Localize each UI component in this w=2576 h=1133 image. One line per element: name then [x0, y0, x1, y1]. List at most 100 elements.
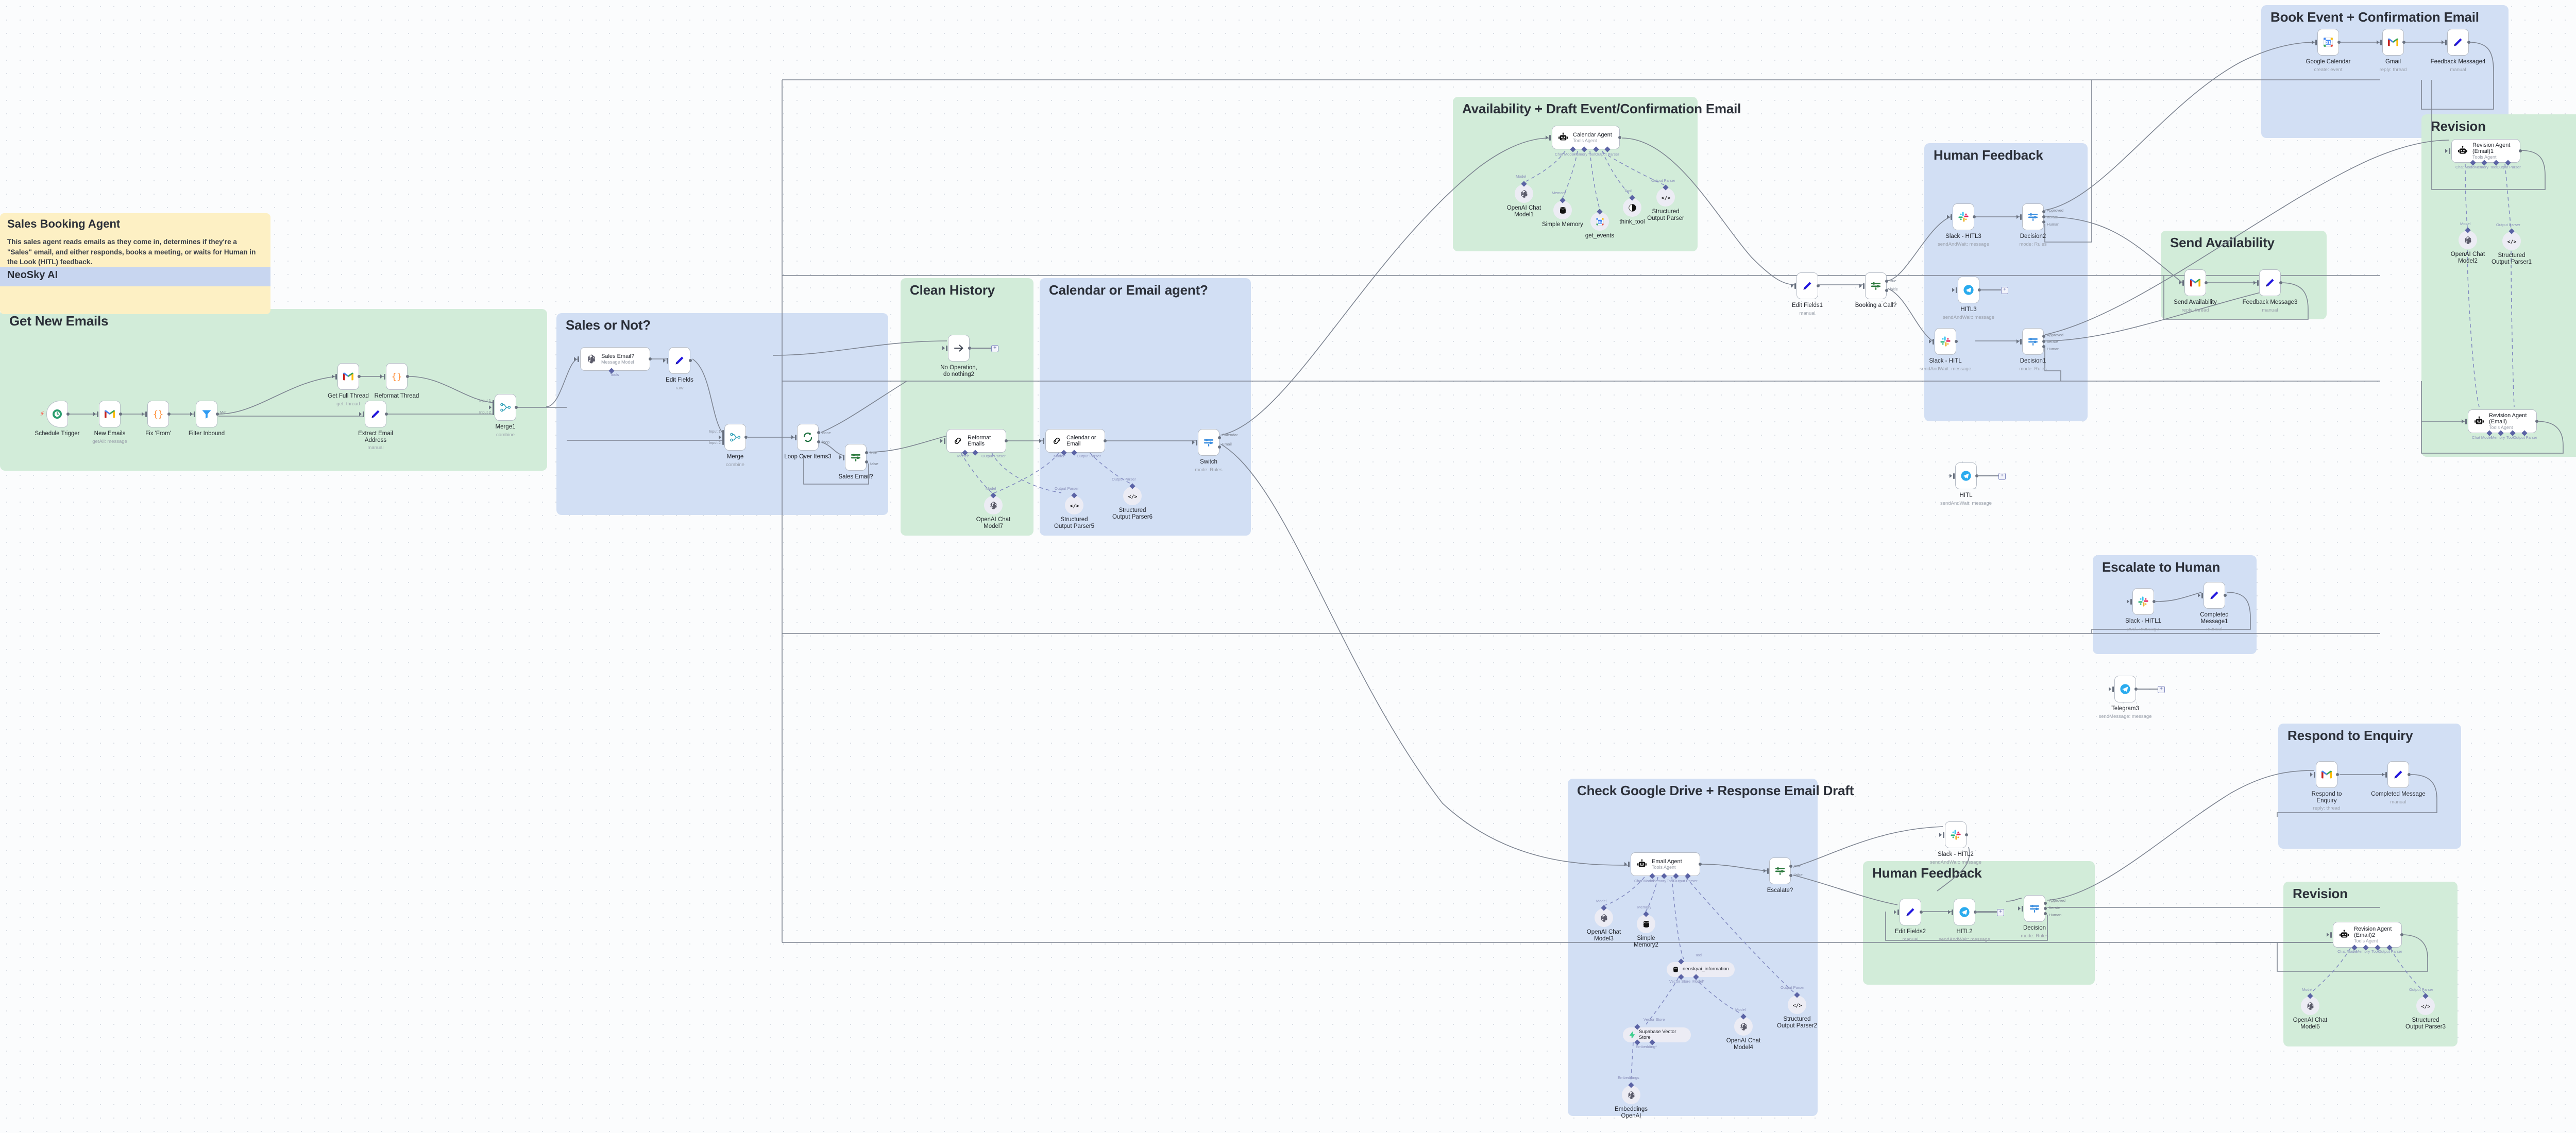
input-port[interactable]	[722, 430, 724, 436]
node-body-completed-message1[interactable]	[2204, 582, 2225, 609]
sub-node-structured-output-parser2[interactable]: </>	[1788, 995, 1806, 1014]
input-port[interactable]	[2315, 40, 2317, 45]
node-body-edit-fields2[interactable]	[1900, 899, 1921, 925]
output-port[interactable]	[1920, 911, 1923, 914]
input-port[interactable]	[363, 411, 364, 417]
sub-node-structured-output-parser[interactable]: </>	[1656, 188, 1675, 207]
node-openai-chat-model2[interactable]: OpenAI Chat Model2	[2451, 227, 2485, 264]
sub-node-think-tool[interactable]	[1623, 198, 1641, 217]
node-body-get-full-thread[interactable]	[337, 363, 359, 390]
output-port[interactable]	[2153, 600, 2156, 603]
input-port[interactable]	[2465, 419, 2467, 424]
node-sales-email-agent[interactable]: Sales Email?Message Model	[574, 347, 652, 374]
node-body-slack-hitl1[interactable]	[2132, 588, 2154, 615]
output-port[interactable]	[1973, 215, 1976, 218]
output-port[interactable]	[2408, 773, 2411, 776]
input-port[interactable]	[1956, 287, 1957, 293]
node-supabase-vector-store[interactable]: Supabase Vector Store	[1623, 1024, 1691, 1045]
node-body-slack-hitl2[interactable]	[1945, 821, 1967, 848]
output-port[interactable]	[2336, 773, 2339, 776]
node-body-telegram3[interactable]	[2114, 676, 2136, 702]
sub-node-neoskyai-information[interactable]: neoskyai_information	[1667, 962, 1735, 977]
output-port[interactable]	[515, 406, 518, 409]
agent-body-revision-agent-email[interactable]: Revision Agent (Email)Tools Agent	[2468, 409, 2537, 433]
input-port[interactable]	[2380, 40, 2382, 45]
node-body-google-calendar[interactable]: 31	[2317, 29, 2339, 56]
input-port[interactable]	[335, 374, 337, 380]
node-body-fix-from[interactable]: {}	[147, 401, 169, 427]
node-structured-output-parser3[interactable]: </>Structured Output Parser3	[2405, 993, 2446, 1030]
node-body-reformat-thread[interactable]: {}	[386, 363, 408, 390]
input-port[interactable]	[1863, 283, 1865, 289]
input-port[interactable]	[1897, 909, 1899, 915]
group-check-gdrive[interactable]: Check Google Drive + Response Email Draf…	[1568, 779, 1854, 1116]
node-fix-from[interactable]: {}Fix 'From'	[142, 401, 171, 437]
node-schedule-trigger[interactable]: ⚡Schedule Trigger	[35, 401, 79, 437]
node-filter-inbound[interactable]: Filter Inbound	[189, 401, 225, 437]
input-port[interactable]	[384, 374, 385, 380]
node-calendar-or-email-node[interactable]: Calendar or Email	[1039, 429, 1107, 456]
output-port[interactable]	[649, 357, 652, 360]
output-port[interactable]	[2044, 901, 2047, 905]
group-sales-or-not[interactable]: Sales or Not?	[556, 313, 888, 515]
input-port[interactable]	[2330, 932, 2332, 938]
output-port[interactable]	[2535, 420, 2538, 423]
node-structured-output-parser5[interactable]: </>Structured Output Parser5	[1054, 492, 1094, 529]
input-port[interactable]	[2182, 280, 2184, 286]
input-port[interactable]	[194, 411, 195, 417]
node-escalate[interactable]: Escalate?	[1764, 857, 1793, 894]
node-structured-output-parser1[interactable]: </>Structured Output Parser1	[2492, 228, 2532, 265]
output-port[interactable]	[2042, 210, 2045, 213]
output-port[interactable]	[2467, 41, 2470, 44]
node-openai-chat-model4[interactable]: OpenAI Chat Model4	[1726, 1014, 1760, 1051]
input-port[interactable]	[2449, 148, 2450, 154]
input-port[interactable]	[2020, 339, 2022, 345]
output-port[interactable]	[2224, 594, 2227, 597]
agent-body-reformat-emails[interactable]: Reformat Emails	[946, 429, 1006, 453]
output-port[interactable]	[385, 413, 388, 416]
input-port[interactable]	[2314, 772, 2315, 778]
input-port[interactable]	[2112, 686, 2114, 692]
output-port[interactable]	[1618, 136, 1621, 139]
output-port[interactable]	[1817, 284, 1820, 287]
group-human-feedback-2[interactable]: Human Feedback	[1863, 861, 2095, 985]
output-port[interactable]	[2400, 933, 2403, 936]
output-port[interactable]	[358, 375, 361, 378]
sub-node-openai-chat-model2[interactable]	[2459, 231, 2477, 249]
group-calendar-or-email[interactable]: Calendar or Email agent?	[1040, 278, 1251, 536]
input-port[interactable]	[944, 438, 945, 444]
output-port[interactable]	[865, 451, 868, 455]
node-body-new-emails[interactable]	[99, 401, 121, 427]
add-node-button[interactable]: +	[2158, 686, 2165, 693]
add-node-button[interactable]: +	[2001, 287, 2008, 294]
node-body-edit-fields1[interactable]	[1797, 272, 1818, 299]
sticky-note[interactable]: Sales Booking Agent This sales agent rea…	[0, 213, 270, 314]
input-port[interactable]	[2020, 214, 2022, 220]
node-body-escalate[interactable]	[1769, 857, 1791, 884]
sub-node-structured-output-parser6[interactable]: </>	[1123, 487, 1142, 505]
output-port[interactable]	[2402, 41, 2405, 44]
output-port[interactable]	[817, 440, 820, 443]
node-body-switch[interactable]	[1198, 429, 1219, 456]
output-port[interactable]	[689, 359, 692, 362]
node-reformat-emails[interactable]: Reformat Emails	[940, 429, 1008, 456]
node-body-gmail[interactable]	[2382, 29, 2404, 56]
input-port[interactable]	[2445, 40, 2447, 45]
group-escalate-to-human[interactable]: Escalate to Human	[2093, 555, 2257, 654]
node-think-tool[interactable]: think_tool	[1619, 195, 1645, 225]
node-booking-a-call[interactable]: Booking a Call?	[1855, 272, 1896, 308]
